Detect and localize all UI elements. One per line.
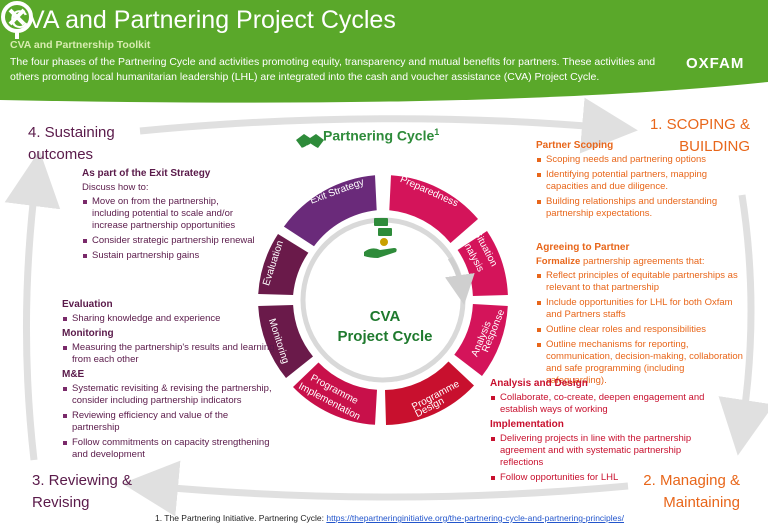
list-item: Follow opportunities for LHL	[490, 472, 705, 484]
phase-3-label: 3. Reviewing & Revising	[32, 472, 133, 511]
header-banner: CVA and Partnering Project Cycles CVA an…	[0, 0, 768, 108]
phase-4-label: 4. Sustaining outcomes	[28, 124, 115, 163]
arrow-top	[139, 97, 638, 154]
agreeing-heading: Agreeing to Partner	[536, 242, 630, 253]
footnote: 1. The Partnering Initiative. Partnering…	[155, 513, 624, 523]
list-item: Sustain partnership gains	[82, 250, 257, 262]
partner-scoping-heading: Partner Scoping	[536, 140, 614, 151]
arrow-right	[718, 194, 768, 456]
intro-text: The four phases of the Partnering Cycle …	[10, 56, 656, 83]
segment-programme-design	[385, 361, 474, 425]
cva-label-line2: Project Cycle	[337, 328, 433, 345]
segment-situation-analysis	[457, 231, 508, 296]
list-item: Measuring the partnership's results and …	[62, 342, 277, 366]
me-heading: M&E	[62, 369, 85, 380]
footnote-text: 1. The Partnering Initiative. Partnering…	[155, 513, 327, 523]
footnote-link[interactable]: https://thepartneringinitiative.org/the-…	[326, 513, 625, 523]
list-item: Building relationships and understanding…	[536, 196, 746, 220]
monitoring-heading: Monitoring	[62, 328, 114, 339]
list-item: Reviewing efficiency and value of the pa…	[62, 410, 277, 434]
arrow-bottom	[122, 460, 629, 517]
list-item: Reflect principles of equitable partners…	[536, 270, 746, 294]
header-background	[0, 0, 768, 103]
evaluation-heading: Evaluation	[62, 299, 113, 310]
segment-preparedness	[389, 175, 478, 243]
segment-exit-strategy	[283, 175, 377, 247]
segment-programme-implementation	[293, 362, 377, 425]
evaluation-section: Evaluation Sharing knowledge and experie…	[62, 299, 277, 464]
segment-evaluation	[258, 234, 309, 295]
list-item: Systematic revisiting & revising the par…	[62, 383, 277, 407]
inner-arrow-head	[445, 256, 475, 305]
cash-hand-icon	[364, 218, 397, 258]
page-subtitle: CVA and Partnership Toolkit	[10, 39, 151, 51]
list-item: Collaborate, co-create, deepen engagemen…	[490, 392, 705, 416]
exit-strategy-heading: As part of the Exit Strategy	[82, 168, 211, 179]
oxfam-logo-text: OXFAM	[686, 55, 745, 72]
list-item: Consider strategic partnership renewal	[82, 235, 257, 247]
arrow-left	[4, 150, 61, 461]
list-item: Sharing knowledge and experience	[62, 313, 277, 325]
list-item: Move on from the partnership, including …	[82, 196, 257, 232]
cycle-ring	[258, 175, 508, 425]
list-item: Scoping needs and partnering options	[536, 154, 746, 166]
segment-response-analysis	[454, 304, 508, 376]
list-item: Outline mechanisms for reporting, commun…	[536, 339, 746, 387]
page-title: CVA and Partnering Project Cycles	[10, 6, 396, 34]
phase-1-label: 1. SCOPING & BUILDING	[649, 116, 750, 155]
partnering-cycle-title: Partnering Cycle1	[323, 127, 440, 144]
agreeing-section: Agreeing to Partner Formalize partnershi…	[536, 242, 746, 390]
list-item: Identifying potential partners, mapping …	[536, 169, 746, 193]
analysis-design-section: Analysis and Design Collaborate, co-crea…	[490, 378, 705, 487]
analysis-design-heading: Analysis and Design	[490, 378, 588, 389]
partner-scoping-section: Partner Scoping Scoping needs and partne…	[536, 140, 746, 223]
list-item: Follow commitments on capacity strengthe…	[62, 437, 277, 461]
exit-strategy-intro: Discuss how to:	[82, 182, 149, 193]
list-item: Delivering projects in line with the par…	[490, 433, 705, 469]
oxfam-logo-icon	[1, 1, 33, 39]
handshake-icon	[296, 134, 324, 153]
phase-2-label: 2. Managing & Maintaining	[643, 472, 740, 511]
implementation-heading: Implementation	[490, 419, 564, 430]
exit-strategy-section: As part of the Exit Strategy Discuss how…	[82, 168, 257, 265]
agreeing-intro: Formalize partnership agreements that:	[536, 256, 705, 267]
segment-monitoring	[258, 305, 313, 378]
list-item: Outline clear roles and responsibilities	[536, 324, 746, 336]
list-item: Include opportunities for LHL for both O…	[536, 297, 746, 321]
cva-label-line1: CVA	[369, 308, 401, 325]
cva-project-cycle-label: CVA Project Cycle	[330, 307, 440, 347]
